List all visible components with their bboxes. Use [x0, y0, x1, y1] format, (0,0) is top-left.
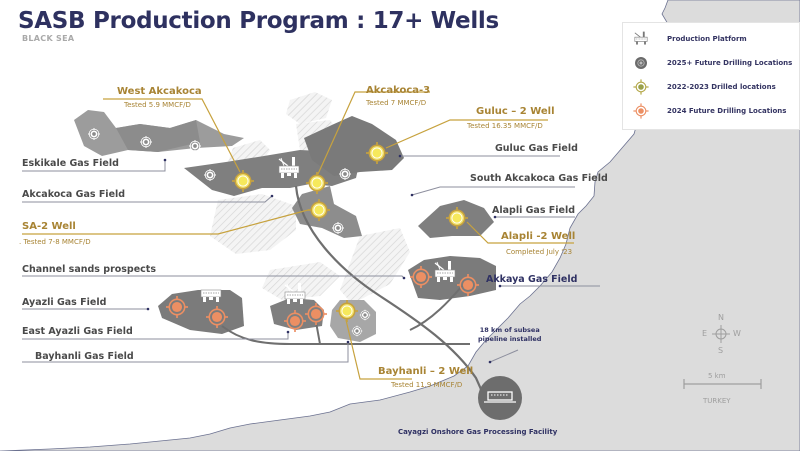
scale-bar	[683, 379, 762, 389]
field-label-south-akcakoca: South Akcakoca Gas Field	[470, 173, 608, 184]
pipeline-east-ayazli	[315, 321, 321, 345]
compass-icon	[712, 325, 730, 343]
field-label-channel-sands: Channel sands prospects	[22, 264, 157, 275]
well-label-west-akcakoca: West Akcakoca	[117, 86, 202, 97]
well-status-akcakoca3: Tested 7 MMCF/D	[366, 99, 427, 107]
pipeline-note: 18 km of subsea pipeline installed	[478, 326, 541, 344]
legend-item-2025: 2025+ Future Drilling Locations	[633, 55, 792, 71]
field-label-bayhanli: Bayhanli Gas Field	[35, 351, 134, 362]
field-label-akkaya: Akkaya Gas Field	[486, 274, 578, 285]
page-subtitle: BLACK SEA	[22, 34, 75, 43]
pipeline-akkaya	[409, 285, 463, 331]
well-status-guluc2: Tested 16.35 MMCF/D	[467, 122, 543, 130]
compass-north: N	[718, 313, 724, 322]
legend-label: 2024 Future Drilling Locations	[667, 107, 787, 115]
field-label-ayazli: Ayazli Gas Field	[22, 297, 107, 308]
channel-sands-area-4	[262, 262, 340, 300]
field-label-alapli: Alapli Gas Field	[492, 205, 576, 216]
compass-west: W	[733, 329, 741, 338]
legend-label: 2022-2023 Drilled locations	[667, 83, 776, 91]
future-2024-well-icon	[633, 103, 649, 119]
eskikale-field-dark	[116, 120, 200, 152]
field-label-akcakoca: Akcakoca Gas Field	[22, 189, 126, 200]
field-label-east-ayazli: East Ayazli Gas Field	[22, 326, 133, 337]
well-status-west-akcakoca: Tested 5.9 MMCF/D	[124, 101, 191, 109]
pipeline-note-line2: pipeline installed	[478, 335, 542, 343]
field-label-eskikale: Eskikale Gas Field	[22, 158, 119, 169]
drilled-2022-2023-well-icon	[633, 79, 649, 95]
scale-label: 5 km	[708, 372, 726, 380]
well-label-bayhanli2: Bayhanli – 2 Well	[378, 366, 474, 377]
legend-item-2022-2023: 2022-2023 Drilled locations	[633, 79, 776, 95]
legend-label: Production Platform	[667, 35, 747, 43]
production-platform-icon	[200, 280, 222, 303]
compass-east: E	[702, 329, 708, 338]
page-title: SASB Production Program : 17+ Wells	[18, 8, 499, 34]
pipeline-note-line1: 18 km of subsea	[479, 326, 540, 334]
well-status-bayhanli2: Tested 11.9 MMCF/D	[391, 381, 463, 389]
facility-label: Cayagzi Onshore Gas Processing Facility	[398, 428, 558, 436]
future-2025-well-icon	[635, 57, 647, 69]
legend-label: 2025+ Future Drilling Locations	[667, 59, 793, 67]
production-platform-icon	[634, 31, 648, 45]
legend-item-platform: Production Platform	[633, 31, 747, 47]
compass-south: S	[718, 346, 724, 355]
field-label-guluc: Guluc Gas Field	[495, 143, 578, 154]
well-label-sa2: SA-2 Well	[22, 221, 76, 232]
well-leader-lines	[22, 91, 574, 380]
well-label-guluc2: Guluc – 2 Well	[476, 106, 555, 117]
country-label: TURKEY	[703, 397, 731, 405]
well-status-sa2: . Tested 7-8 MMCF/D	[19, 238, 91, 246]
legend: Production Platform 2025+ Future Drillin…	[622, 22, 800, 130]
well-status-alapli2: Completed July '23	[506, 248, 573, 256]
channel-sands-area-3	[210, 194, 296, 254]
channel-sands-area-5	[340, 228, 410, 304]
channel-sands-area-2	[286, 92, 332, 124]
pipeline-main	[294, 185, 486, 397]
well-label-akcakoca3: Akcakoca-3	[366, 85, 431, 96]
leader-endpoints	[146, 154, 502, 364]
legend-item-2024: 2024 Future Drilling Locations	[633, 103, 786, 119]
well-label-alapli2: Alapli -2 Well	[501, 231, 576, 242]
pipeline-ayazli	[221, 325, 470, 345]
facility-icon	[478, 376, 522, 420]
